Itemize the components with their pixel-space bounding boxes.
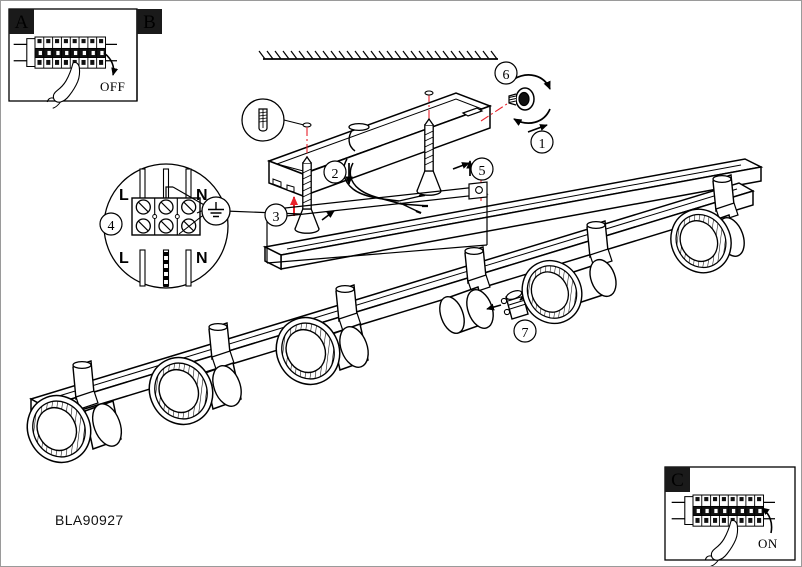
- svg-text:4: 4: [108, 219, 115, 234]
- panel-c-action-label: ON: [758, 536, 778, 551]
- terminal-label-l-bottom: L: [119, 250, 129, 267]
- spotlight-5: [510, 220, 617, 335]
- panel-b-tag: B: [143, 12, 156, 33]
- terminal-label-n-top: N: [196, 187, 208, 204]
- terminal-block-detail: L N L N: [103, 163, 302, 289]
- panel-b-tag-bg: [137, 9, 162, 34]
- mounting-bracket: [266, 92, 493, 198]
- callout-1: 1: [530, 130, 554, 154]
- callout-6: 6: [494, 61, 518, 85]
- gu10-lamp: [486, 290, 530, 320]
- knob-axis: [480, 99, 514, 122]
- spotlight-3: [263, 284, 369, 397]
- panel-a-action-label: OFF: [100, 79, 125, 94]
- ceiling-surface: [258, 50, 498, 60]
- panel-c-tag: C: [671, 470, 684, 491]
- terminal-label-n-bottom: N: [196, 250, 208, 267]
- callout-3: 3: [264, 203, 288, 227]
- callout-5: 5: [470, 157, 494, 181]
- fixing-screws: [294, 90, 442, 234]
- svg-text:1: 1: [539, 137, 546, 152]
- off-direction-arrow: [103, 52, 119, 76]
- svg-text:7: 7: [522, 326, 529, 341]
- earth-ground-icon: [201, 196, 231, 226]
- panel-a-tag-bg: [9, 9, 34, 34]
- panel-a-tag: A: [15, 12, 29, 33]
- spotlight-4: [439, 246, 494, 334]
- terminal-screws: [135, 199, 197, 234]
- svg-text:5: 5: [479, 164, 486, 179]
- panel-c-tag-bg: [665, 467, 690, 492]
- callout-2: 2: [323, 160, 347, 184]
- panel-a-breaker-off: OFF A: [8, 8, 138, 109]
- svg-text:6: 6: [503, 68, 510, 83]
- svg-text:3: 3: [273, 210, 280, 225]
- spotlight-1: [14, 360, 123, 475]
- earth-wire-stripes: [163, 252, 169, 287]
- terminal-label-l-top: L: [119, 187, 129, 204]
- callout-7: 7: [513, 319, 537, 343]
- on-direction-arrow: [761, 507, 773, 534]
- spotlight-2: [136, 322, 242, 437]
- panel-b-main-assembly: B: [136, 9, 162, 101]
- part-number: BLA90927: [55, 512, 124, 528]
- spotlight-6: [659, 174, 745, 285]
- screw-head-icon: [302, 122, 312, 128]
- locking-knob: [480, 74, 551, 133]
- wall-plug-detail: [241, 98, 312, 142]
- svg-text:2: 2: [332, 167, 339, 182]
- bracket-keyhole-slot: [461, 107, 484, 117]
- lamp-insert-arrow: [486, 303, 502, 311]
- panel-c-breaker-on: ON C: [664, 466, 796, 566]
- spotlight-group: [14, 174, 745, 475]
- callout-numbers: 1 2 3 4 5 6 7: [99, 61, 554, 343]
- callout-4: 4: [99, 212, 123, 236]
